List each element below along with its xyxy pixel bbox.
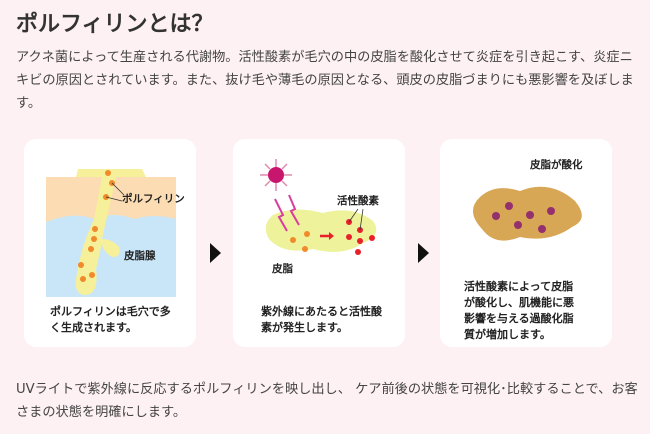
porphyrin-label: ポルフィリン xyxy=(122,193,185,205)
step-caption: ポルフィリンは毛穴で多く生成されます。 xyxy=(50,305,171,334)
uv-sebum-illustration xyxy=(260,159,377,255)
ros-label: 活性酸素 xyxy=(337,195,379,207)
sun-icon xyxy=(268,167,284,183)
step-card-oxidation: 皮脂が酸化 活性酸素によって皮脂が酸化し、肌機能に悪影響を与える過酸化脂質が増加… xyxy=(440,139,612,347)
intro-text: アクネ菌によって生産される代謝物。活性酸素が毛穴の中の皮脂を酸化させて炎症を引き… xyxy=(16,50,634,111)
next-arrow-icon xyxy=(418,243,429,263)
oxidized-sebum-illustration xyxy=(472,186,582,241)
outro-text: UVライトで紫外線に反応するポルフィリンを映し出し、 ケア前後の状態を可視化･比… xyxy=(16,382,638,420)
page-title: ポルフィリンとは？ xyxy=(16,12,214,37)
step-caption: 活性酸素によって皮脂が酸化し、肌機能に悪影響を与える過酸化脂質が増加します。 xyxy=(464,280,574,341)
oxidized-label: 皮脂が酸化 xyxy=(530,159,583,171)
step-card-porphyrin: ポルフィリン 皮脂腺 ポルフィリンは毛穴で多く生成されます。 xyxy=(24,139,196,347)
step-card-uv: 活性酸素 皮脂 紫外線にあたると活性酸素が発生します。 xyxy=(233,139,405,347)
sebaceous-gland-label: 皮脂腺 xyxy=(124,250,156,262)
hair-follicle-illustration xyxy=(46,169,176,297)
step-caption: 紫外線にあたると活性酸素が発生します。 xyxy=(261,305,382,334)
next-arrow-icon xyxy=(210,243,221,263)
sebum-label: 皮脂 xyxy=(272,263,293,275)
